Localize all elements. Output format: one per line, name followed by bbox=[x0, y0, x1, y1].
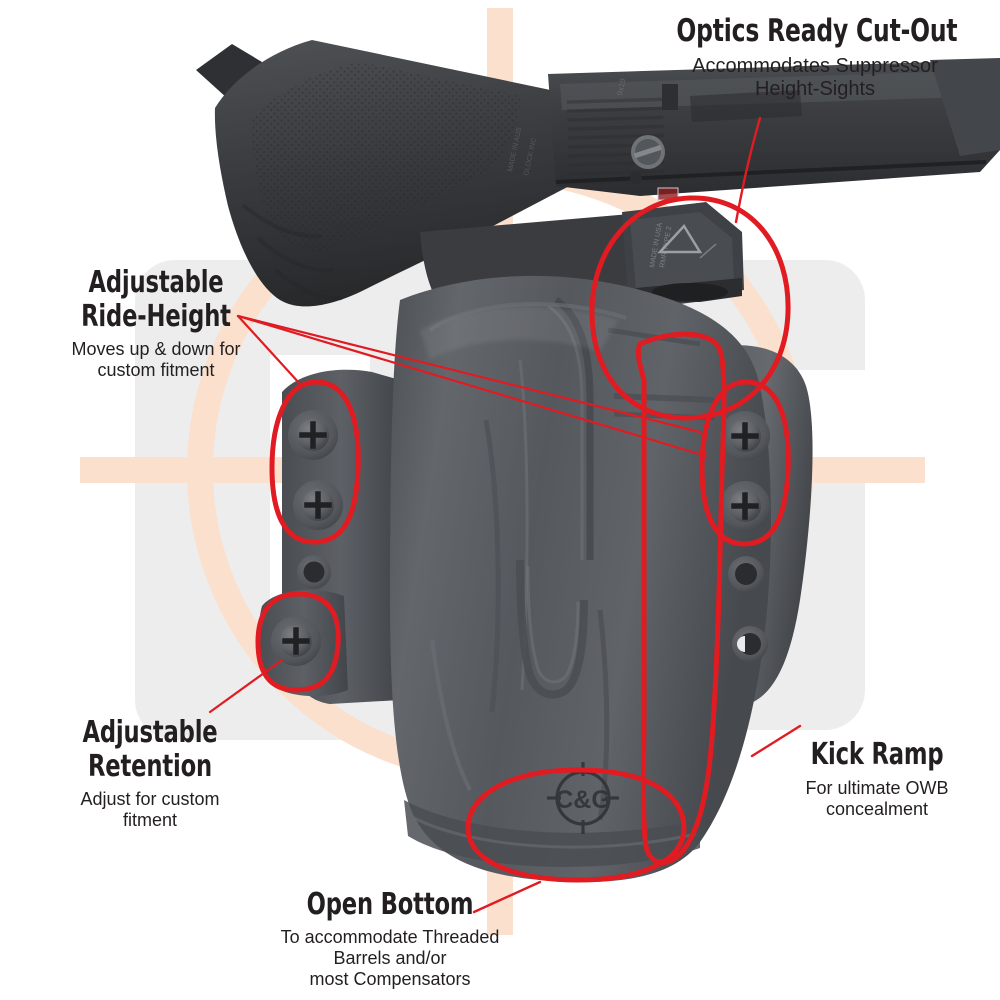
screw-left-ride-2 bbox=[293, 480, 343, 530]
screw-left-ride-1 bbox=[288, 410, 338, 460]
holster: C&G bbox=[258, 275, 813, 883]
callout-sub-open-1: To accommodate Threaded bbox=[280, 926, 500, 947]
hole-left-1 bbox=[297, 555, 331, 589]
screw-right-ride-1 bbox=[720, 411, 770, 461]
brand-logo-emboss: C&G bbox=[547, 762, 619, 834]
svg-text:9x19: 9x19 bbox=[615, 77, 628, 96]
leader-retention bbox=[208, 658, 284, 714]
brand-logo-text: C&G bbox=[555, 786, 611, 814]
leader-kick bbox=[750, 724, 802, 758]
callout-sub-ride-2: custom fitment bbox=[97, 360, 215, 381]
callout-open-bottom: Open Bottom To accommodate Threaded Barr… bbox=[240, 887, 540, 990]
callout-title-optics: Optics Ready Cut-Out bbox=[676, 13, 958, 49]
circle-left-retention-screw bbox=[255, 591, 341, 693]
leader-open bbox=[472, 880, 542, 914]
circle-left-ride-screws bbox=[269, 379, 361, 545]
red-dot-optic: MADE IN USA RMR TYPE 2 bbox=[622, 202, 744, 302]
callout-title-retention-2: Retention bbox=[87, 748, 213, 784]
outline-kick-ramp bbox=[635, 331, 727, 865]
screw-left-retention bbox=[271, 616, 321, 666]
callout-sub-kick-2: concealment bbox=[825, 798, 929, 819]
callout-sub-open-3: most Compensators bbox=[309, 969, 471, 990]
callout-sub-retention-1: Adjust for custom bbox=[80, 789, 220, 810]
callout-sub-optics-2: Height-Sights bbox=[754, 78, 876, 101]
callout-title-ride-1: Adjustable bbox=[88, 265, 224, 300]
leader-ride-left2 bbox=[236, 314, 708, 458]
leader-ride-right bbox=[236, 314, 702, 434]
callout-sub-open-2: Barrels and/or bbox=[333, 947, 447, 968]
callout-title-retention-1: Adjustable bbox=[82, 715, 218, 750]
callout-sub-optics-1: Accommodates Suppressor bbox=[692, 54, 938, 77]
hole-right-1 bbox=[728, 556, 764, 592]
leader-optics bbox=[734, 116, 762, 224]
callout-kick-ramp: Kick Ramp For ultimate OWB concealment bbox=[768, 737, 986, 820]
light-molding bbox=[430, 559, 610, 821]
hole-right-2 bbox=[732, 626, 768, 662]
leader-ride-left bbox=[236, 314, 302, 386]
rear-sight bbox=[630, 84, 678, 184]
callout-optics-ready-cut-out: Optics Ready Cut-Out Accommodates Suppre… bbox=[650, 13, 980, 102]
circle-open-bottom bbox=[465, 767, 687, 883]
callout-title-open: Open Bottom bbox=[306, 887, 474, 922]
callout-sub-retention-2: fitment bbox=[122, 810, 178, 831]
callout-adjustable-retention: Adjustable Retention Adjust for custom f… bbox=[30, 715, 270, 832]
callout-title-ride-2: Ride-Height bbox=[81, 298, 231, 334]
circle-optic-cutout bbox=[589, 195, 791, 421]
callout-sub-kick-1: For ultimate OWB bbox=[805, 777, 949, 798]
callout-sub-ride-1: Moves up & down for bbox=[71, 339, 241, 360]
screw-right-ride-2 bbox=[720, 481, 770, 531]
callout-title-kick: Kick Ramp bbox=[810, 737, 944, 772]
circle-right-ride-screws bbox=[699, 379, 791, 547]
callout-adjustable-ride-height: Adjustable Ride-Height Moves up & down f… bbox=[36, 265, 276, 382]
